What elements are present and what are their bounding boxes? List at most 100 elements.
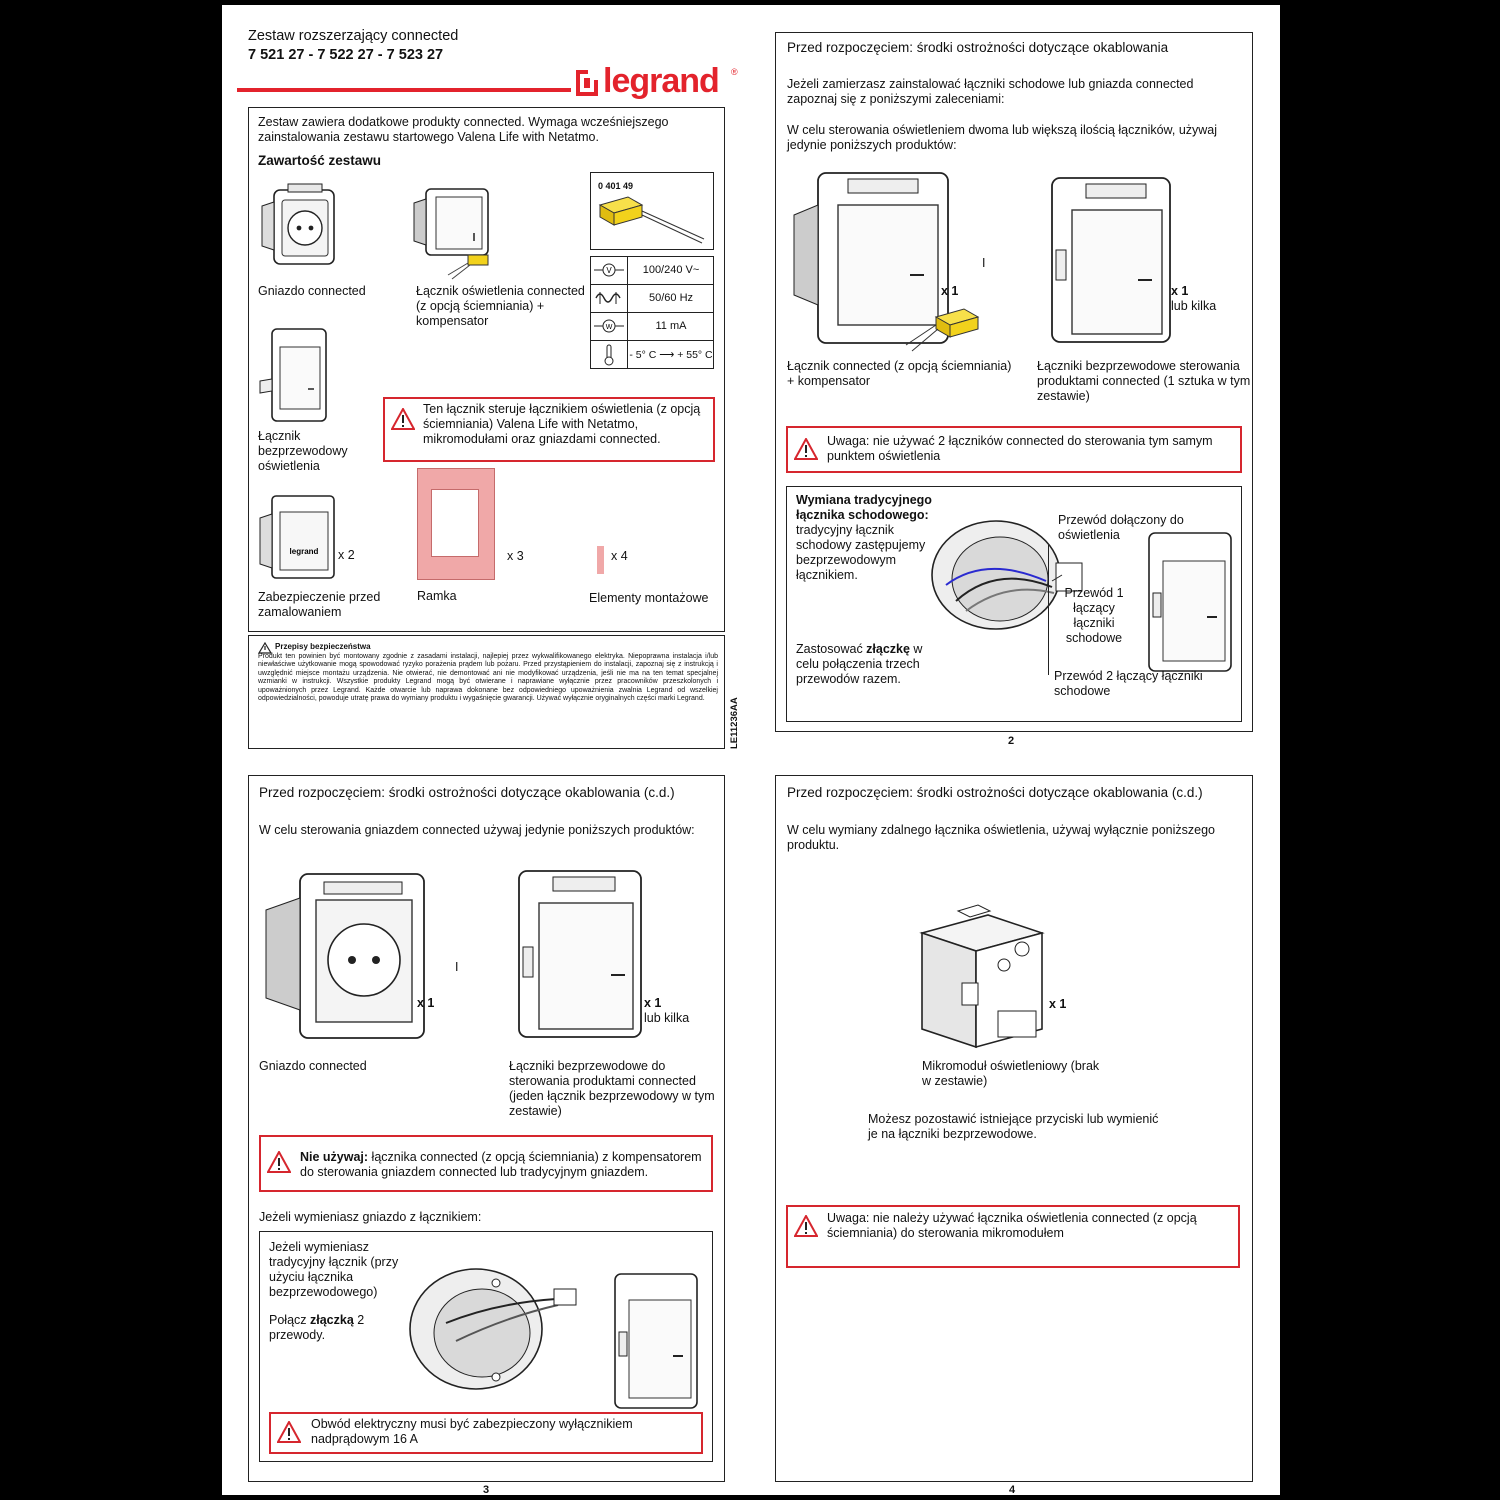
compensator-illustration (598, 191, 708, 247)
spec-current: 11 mA (655, 320, 687, 332)
page-number-4: 4 (1009, 1484, 1016, 1496)
p2-caption-1: Łącznik connected (z opcją ściemniania) … (787, 359, 1012, 388)
p3-caption-1: Gniazdo connected (259, 1059, 367, 1073)
dimmer-illustration (408, 183, 508, 283)
p2-qty-1: x 1 (941, 284, 959, 298)
safety-text: Produkt ten powinien być montowany zgodn… (258, 653, 718, 703)
wireless-switch-illustration-2 (1036, 170, 1176, 350)
replacement-text-3: Jeżeli wymieniasz tradycyjny łącznik (pr… (269, 1240, 399, 1299)
mounting-element-illustration (597, 546, 604, 574)
legrand-logo (574, 68, 600, 98)
document-code: LE11236AA (729, 697, 740, 749)
p3-caption-2: Łączniki bezprzewodowe do sterowania pro… (509, 1059, 715, 1118)
legrand-mark-icon (576, 70, 598, 96)
page-2-title: Przed rozpoczęciem: środki ostrożności d… (787, 40, 1169, 55)
page-number-3: 3 (483, 1484, 490, 1496)
dimmer-caption: Łącznik oświetlenia connected (z opcją ś… (416, 284, 585, 328)
wireless-switch-illustration (258, 323, 330, 427)
paint-cover-caption: Zabezpieczenie przed zamalowaniem (258, 590, 381, 619)
kit-intro: Zestaw zawiera dodatkowe produkty connec… (258, 115, 669, 144)
warning-text-2: Uwaga: nie używać 2 łączników connected … (827, 434, 1213, 463)
wall-box-illustration (926, 515, 1116, 655)
replace-lead: Jeżeli wymieniasz gniazdo z łącznikiem: (259, 1210, 482, 1224)
temperature-icon (603, 344, 615, 366)
warning-icon-3 (267, 1151, 291, 1173)
page-2-frame (775, 32, 1253, 732)
spec-temperature: - 5° C ⟶ + 55° C (629, 349, 713, 361)
socket-illustration (258, 180, 340, 272)
page-2-intro: Jeżeli zamierzasz zainstalować łączniki … (787, 77, 1194, 106)
warning-icon-4 (277, 1421, 301, 1443)
current-icon: W (594, 318, 624, 334)
connector-instruction: Zastosować złączkę w celu połączenia trz… (796, 642, 923, 686)
paint-cover-illustration: legrand (258, 488, 338, 586)
safety-warning-icon (258, 642, 272, 654)
warning-box-5 (786, 1205, 1240, 1268)
brand-name: legrand (603, 62, 720, 100)
p4-note: Możesz pozostawić istniejące przyciski l… (868, 1112, 1159, 1141)
warning-box-2 (786, 426, 1242, 473)
wire-label-3: Przewód 2 łączący łączniki schodowe (1054, 669, 1203, 698)
p3-qty-2: x 1 (644, 996, 662, 1010)
spec-frequency: 50/60 Hz (648, 292, 694, 304)
p2-qty-2: x 1 (1171, 284, 1189, 298)
page-number-2: 2 (1008, 735, 1015, 747)
paint-cover-qty: x 2 (338, 548, 355, 562)
warning-icon-2 (794, 438, 818, 460)
warning-icon-5 (794, 1215, 818, 1237)
mounting-caption: Elementy montażowe (589, 591, 709, 605)
p3-qty-2-more: lub kilka (644, 1011, 690, 1025)
wire-label-1: Przewód dołączony do oświetlenia (1058, 513, 1184, 542)
wall-box-illustration-2 (406, 1263, 596, 1403)
frame-illustration (417, 468, 495, 580)
page-4-frame (775, 775, 1253, 1482)
p2-qty-2-more: lub kilka (1171, 299, 1217, 313)
product-title: Zestaw rozszerzający connected (248, 28, 459, 44)
svg-text:V: V (606, 266, 612, 275)
socket-illustration-2 (260, 860, 430, 1050)
warning-box-4 (269, 1412, 703, 1454)
svg-text:legrand: legrand (290, 547, 319, 556)
socket-replacement-box (259, 1231, 713, 1462)
compensator-box (590, 172, 714, 250)
warning-text-4: Obwód elektryczny musi być zabezpieczony… (311, 1417, 633, 1446)
wireless-switch-illustration-5 (607, 1268, 702, 1414)
svg-text:W: W (606, 324, 613, 331)
page-3-frame (248, 775, 725, 1482)
compensator-ref: 0 401 49 (598, 181, 634, 191)
socket-caption: Gniazdo connected (258, 284, 366, 298)
warning-box-3 (259, 1135, 713, 1192)
product-refs: 7 521 27 - 7 522 27 - 7 523 27 (248, 47, 444, 63)
spec-voltage: 100/240 V~ (642, 264, 700, 276)
frequency-icon (594, 290, 624, 306)
wireless-switch-caption: Łącznik bezprzewodowy oświetlenia (258, 429, 348, 473)
page-4-title: Przed rozpoczęciem: środki ostrożności d… (787, 785, 1203, 800)
brand-registered: ® (731, 67, 738, 77)
frame-qty: x 3 (507, 549, 524, 563)
wireless-switch-illustration-3 (1135, 527, 1235, 677)
frame-caption: Ramka (417, 589, 457, 603)
p3-qty-1: x 1 (417, 996, 435, 1010)
page-3-title: Przed rozpoczęciem: środki ostrożności d… (259, 785, 675, 800)
replacement-title: Wymiana tradycyjnego łącznika schodowego… (796, 493, 932, 522)
warning-text-3: Nie używaj: łącznika connected (z opcją … (300, 1150, 702, 1179)
connector-instruction-3: Połącz złączką 2 przewody. (269, 1313, 365, 1342)
warning-box-1 (383, 397, 715, 462)
warning-text-1: Ten łącznik steruje łącznikiem oświetlen… (423, 402, 701, 446)
red-rule (237, 88, 571, 92)
mounting-qty: x 4 (611, 549, 628, 563)
p3-separator: I (455, 960, 459, 974)
page-3-lead: W celu sterowania gniazdem connected uży… (259, 823, 695, 837)
micromodule-illustration (918, 903, 1048, 1053)
contents-title: Zawartość zestawu (258, 153, 382, 168)
p4-caption: Mikromoduł oświetleniowy (brak w zestawi… (922, 1059, 1100, 1088)
safety-box (248, 635, 725, 749)
wire-label-2: Przewód 1 łączący łączniki schodowe (1064, 586, 1124, 645)
replacement-text: tradycyjny łącznik schodowy zastępujemy … (796, 523, 926, 582)
voltage-icon: V (594, 262, 624, 278)
page-4-lead: W celu wymiany zdalnego łącznika oświetl… (787, 823, 1215, 852)
page-2-lead: W celu sterowania oświetleniem dwoma lub… (787, 123, 1218, 152)
warning-text-5: Uwaga: nie należy używać łącznika oświet… (827, 1211, 1197, 1240)
kit-contents-box (248, 107, 725, 632)
p2-separator: I (982, 256, 986, 270)
